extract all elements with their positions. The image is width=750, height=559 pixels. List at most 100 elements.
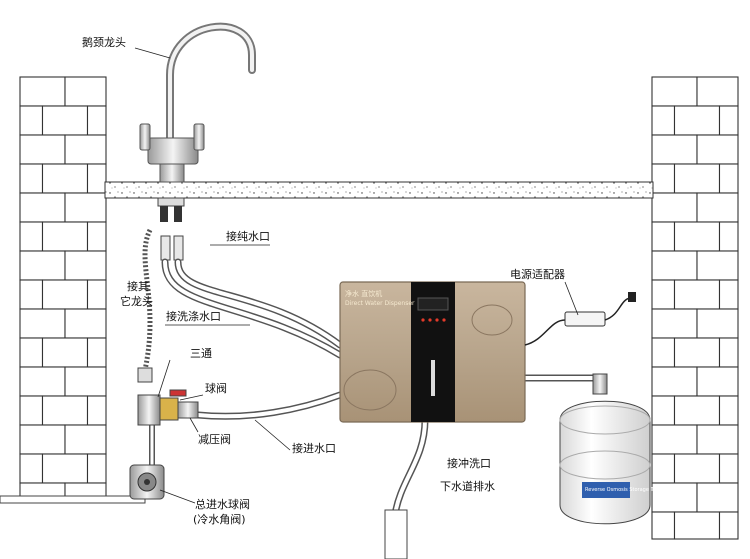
brick <box>86 395 107 426</box>
brick <box>19 482 66 498</box>
pressure-reducer-leader <box>189 417 199 433</box>
drain-pipe <box>384 509 408 559</box>
pure-water-port-label: 接纯水口 <box>226 230 270 243</box>
brick <box>19 395 44 426</box>
brick <box>718 511 739 540</box>
brick <box>19 308 66 339</box>
other-faucet-hose <box>137 228 153 383</box>
storage-tank: Reverse Osmosis Storage Tank <box>559 373 662 525</box>
brick <box>651 221 676 252</box>
brick <box>718 395 739 426</box>
brick <box>41 163 89 194</box>
purifier-brand: 净水 直饮机 <box>345 289 382 298</box>
power-adapter <box>524 292 636 346</box>
right-brick-wall <box>651 76 739 540</box>
tee-label: 三通 <box>190 347 212 360</box>
power-adapter-leader <box>564 281 579 316</box>
brick <box>718 279 739 310</box>
brick <box>64 482 107 498</box>
brick <box>19 192 66 223</box>
brick <box>651 366 698 397</box>
brick <box>41 395 89 426</box>
brick <box>696 366 739 397</box>
brick <box>19 134 66 165</box>
brick <box>86 221 107 252</box>
pure-water-hose <box>174 258 344 349</box>
ball-valve <box>159 389 187 421</box>
water-purifier-unit: 净水 直饮机 Direct Water Dispenser <box>339 281 526 423</box>
brick <box>651 511 676 540</box>
pressure-reducer-label: 减压阀 <box>198 432 231 446</box>
brick <box>718 337 739 368</box>
left-brick-wall <box>19 76 107 498</box>
brick <box>19 163 44 194</box>
ball-valve-leader <box>179 394 204 401</box>
main-angle-valve <box>129 464 165 500</box>
other-faucet-label-line1: 接其 <box>127 280 149 293</box>
brick <box>86 279 107 310</box>
brick <box>673 221 721 252</box>
brick <box>19 105 44 136</box>
brick <box>651 308 698 339</box>
brick <box>64 76 107 107</box>
main-valve-label-line2: (冷水角阀) <box>193 512 246 526</box>
brick <box>19 453 44 484</box>
brick <box>64 134 107 165</box>
brick <box>19 366 66 397</box>
brick <box>41 221 89 252</box>
main-valve-leader <box>159 489 196 504</box>
brick <box>673 395 721 426</box>
brick <box>651 134 698 165</box>
countertop <box>104 181 654 199</box>
brick <box>64 366 107 397</box>
brick <box>651 279 676 310</box>
inlet-hose <box>194 391 344 420</box>
brick <box>673 511 721 540</box>
power-adapter-label: 电源适配器 <box>510 267 565 281</box>
brick <box>19 279 44 310</box>
brick <box>41 279 89 310</box>
brick <box>696 308 739 339</box>
brick <box>86 105 107 136</box>
brick <box>41 105 89 136</box>
brick <box>651 192 698 223</box>
brick <box>651 163 676 194</box>
tank-label: Reverse Osmosis Storage Tank <box>585 487 662 493</box>
brick <box>718 163 739 194</box>
other-faucet-label-line2: 它龙头 <box>120 294 153 308</box>
brick <box>651 424 698 455</box>
brick <box>651 337 676 368</box>
brick <box>64 192 107 223</box>
brick <box>696 76 739 107</box>
main-valve-label-line1: 总进水球阀 <box>195 497 250 511</box>
brick <box>64 250 107 281</box>
brick <box>673 279 721 310</box>
drain-hose <box>391 416 429 519</box>
inlet-port-label: 接进水口 <box>292 442 336 455</box>
brick <box>673 337 721 368</box>
brick <box>41 337 89 368</box>
brick <box>19 221 44 252</box>
tee-leader <box>157 359 171 398</box>
faucet-leader <box>134 47 171 59</box>
brick <box>651 453 676 484</box>
brick <box>673 105 721 136</box>
faucet-connectors <box>157 197 185 261</box>
flush-water-port-label: 接洗涤水口 <box>166 309 221 323</box>
brick <box>64 308 107 339</box>
brick <box>718 105 739 136</box>
tee-fitting <box>137 394 161 426</box>
brick <box>64 424 107 455</box>
brick <box>86 453 107 484</box>
pressure-reducer <box>177 401 199 419</box>
brick <box>41 453 89 484</box>
brick <box>19 250 66 281</box>
brick <box>86 337 107 368</box>
brick <box>696 424 739 455</box>
purifier-model: Direct Water Dispenser <box>345 300 415 307</box>
brick <box>673 453 721 484</box>
inlet-port-leader <box>254 419 291 451</box>
brick <box>718 453 739 484</box>
brick <box>86 163 107 194</box>
